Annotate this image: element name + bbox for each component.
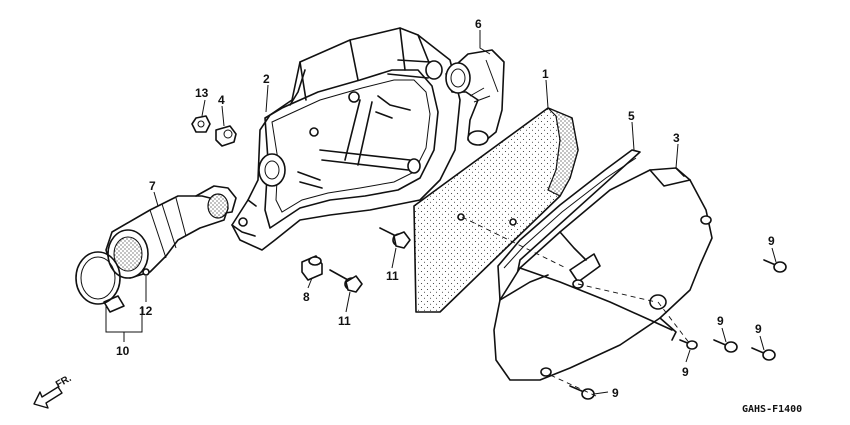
screw-9-d — [679, 339, 698, 350]
callout-9-e: 9 — [612, 386, 619, 400]
callout-11-a: 11 — [386, 269, 399, 283]
callout-10: 10 — [116, 344, 130, 358]
callout-9-c: 9 — [755, 322, 762, 336]
front-direction-marker: FR. — [33, 373, 74, 409]
screw-9-a — [763, 259, 787, 273]
collar-4 — [215, 125, 237, 147]
grommet-8 — [301, 255, 323, 281]
callout-11-b: 11 — [338, 314, 351, 328]
callout-9-d: 9 — [682, 365, 689, 379]
clamp-band — [75, 251, 150, 313]
bolt-11-lower — [329, 269, 363, 293]
callout-2: 2 — [263, 72, 270, 86]
front-label: FR. — [54, 373, 74, 391]
callout-7: 7 — [149, 179, 156, 193]
screw-9-b — [713, 339, 738, 353]
callout-3: 3 — [673, 131, 680, 145]
alignment-lines — [461, 216, 691, 397]
callout-1: 1 — [542, 67, 549, 81]
nut-13 — [191, 115, 211, 133]
intake-funnel — [105, 185, 237, 279]
callout-12: 12 — [139, 304, 153, 318]
air-cleaner-case — [231, 27, 461, 251]
air-cleaner-element — [413, 107, 579, 313]
callout-9-a: 9 — [768, 234, 775, 248]
callout-5: 5 — [628, 109, 635, 123]
callout-9-b: 9 — [717, 314, 724, 328]
callout-13: 13 — [195, 86, 209, 100]
front-arrow-icon — [33, 386, 63, 409]
screw-9-e — [569, 385, 595, 400]
callout-4: 4 — [218, 93, 225, 107]
bolt-11-upper — [379, 227, 411, 249]
callouts: 1 2 3 4 5 6 7 8 9 9 9 9 9 10 11 11 12 13 — [116, 17, 775, 400]
leader-lines — [105, 30, 777, 395]
callout-6: 6 — [475, 17, 482, 31]
screw-9-c — [751, 347, 776, 361]
connecting-tube — [445, 49, 505, 146]
figure-code: GAHS-F1400 — [742, 404, 802, 415]
callout-8: 8 — [303, 290, 310, 304]
